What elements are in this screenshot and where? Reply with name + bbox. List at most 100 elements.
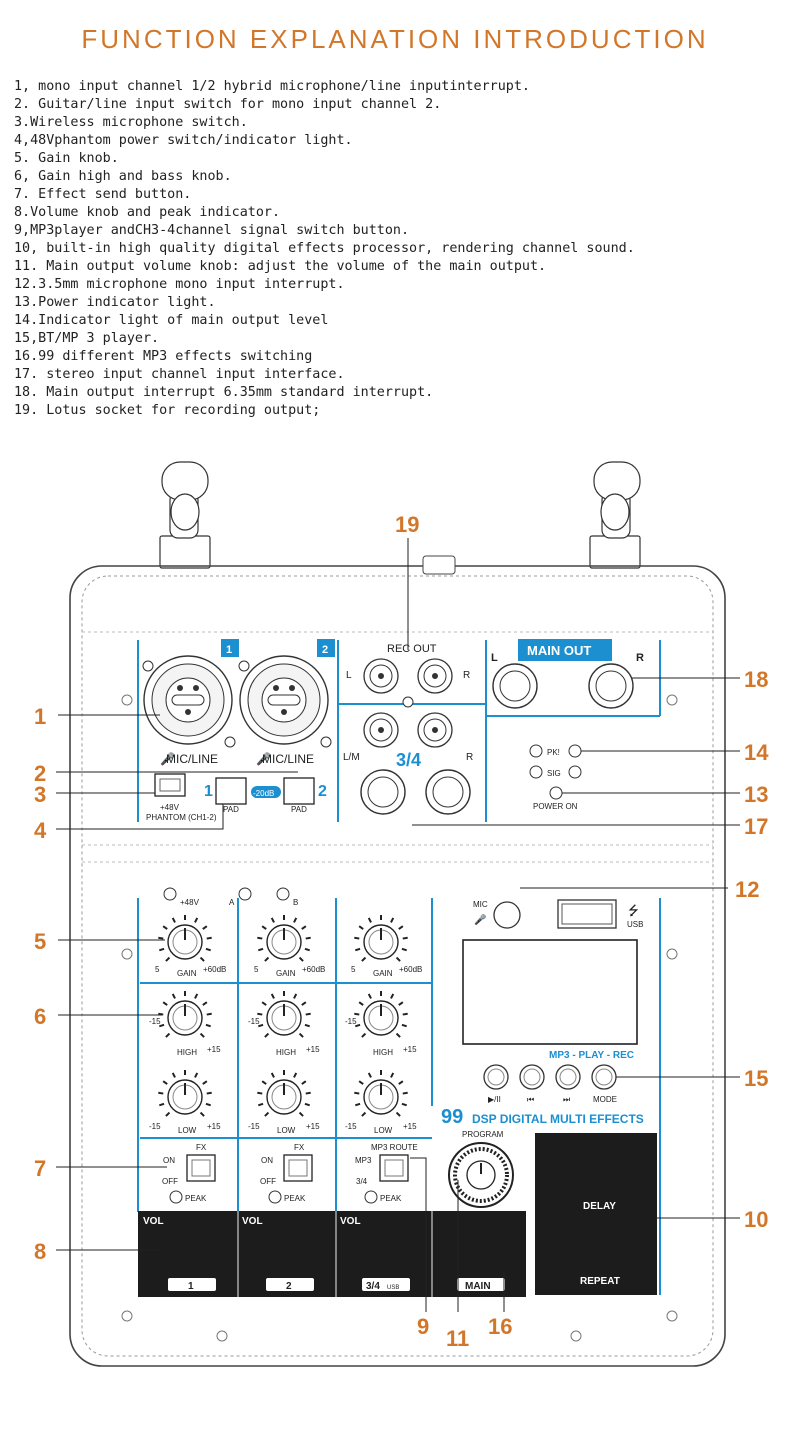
callout-5: 5 xyxy=(34,929,46,954)
callout-11: 11 xyxy=(446,1326,469,1351)
peak-led-34 xyxy=(364,1190,378,1204)
off-label-2: OFF xyxy=(260,1177,276,1186)
high-knob-2[interactable] xyxy=(257,991,311,1038)
main-out-jack-l[interactable] xyxy=(492,663,538,709)
pad-button-1[interactable] xyxy=(215,777,247,805)
main-out-jack-r[interactable] xyxy=(588,663,634,709)
b-label: B xyxy=(293,898,298,907)
on-label-1: ON xyxy=(163,1156,175,1165)
jack-ch34-r[interactable] xyxy=(425,769,471,815)
high-max-label: +15 xyxy=(306,1045,320,1054)
prev-button[interactable] xyxy=(519,1064,545,1090)
rec-l-label: L xyxy=(346,670,352,681)
low-min-label: -15 xyxy=(248,1122,260,1131)
gain-max-label: +60dB xyxy=(302,965,325,974)
gain-min-label: 5 xyxy=(155,965,160,974)
xlr-combo-jack-2[interactable] xyxy=(238,655,332,748)
pk-led-left xyxy=(529,744,543,758)
program-label: PROGRAM xyxy=(462,1130,504,1139)
callout-1: 1 xyxy=(34,704,46,729)
function-item: 7. Effect send button. xyxy=(14,187,192,202)
callout-12: 12 xyxy=(735,877,759,902)
mic-line-label-1: 🎤 xyxy=(160,751,175,766)
mic-jack-35mm[interactable] xyxy=(493,901,521,929)
play-pause-icon: ▶/II xyxy=(488,1095,501,1104)
vol-channel-1: 1 xyxy=(188,1281,194,1292)
fx-button-1[interactable] xyxy=(186,1154,216,1182)
sig-led-right xyxy=(568,765,582,779)
play-pause-button[interactable] xyxy=(483,1064,509,1090)
callout-18: 18 xyxy=(744,667,768,692)
mic-line-label-2: 🎤 xyxy=(256,751,271,766)
gain-knob-1[interactable] xyxy=(158,915,212,962)
rca-rec-out-l[interactable] xyxy=(363,658,399,694)
jack-ch34-l[interactable] xyxy=(360,769,406,815)
callout-2: 2 xyxy=(34,761,46,786)
gain-knob-34[interactable] xyxy=(354,915,408,962)
mp3-route-button[interactable] xyxy=(379,1154,409,1182)
phantom-top-label: +48V xyxy=(160,803,180,812)
function-item: 6, Gain high and bass knob. xyxy=(14,169,232,184)
top-handle xyxy=(422,555,456,575)
function-item: 15,BT/MP 3 player. xyxy=(14,331,160,346)
callout-10: 10 xyxy=(744,1207,768,1232)
fx-button-2[interactable] xyxy=(283,1154,313,1182)
pad-label-2: PAD xyxy=(291,805,307,814)
function-item: 14.Indicator light of main output level xyxy=(14,313,329,328)
gain-knob-2[interactable] xyxy=(257,915,311,962)
high-knob-34[interactable] xyxy=(354,991,408,1038)
low-knob-34[interactable] xyxy=(354,1070,408,1117)
sig-label: SIG xyxy=(547,769,561,778)
rca-ch34-r[interactable] xyxy=(417,712,453,748)
sig-led-left xyxy=(529,765,543,779)
next-button[interactable] xyxy=(555,1064,581,1090)
pk-led-right xyxy=(568,744,582,758)
vol-channel-2: 2 xyxy=(286,1281,292,1292)
mode-button[interactable] xyxy=(591,1064,617,1090)
low-label: LOW xyxy=(277,1126,296,1135)
antenna-left xyxy=(159,461,211,569)
callout-9: 9 xyxy=(417,1314,429,1339)
vol-main-label: MAIN xyxy=(465,1281,491,1292)
callout-13: 13 xyxy=(744,782,768,807)
function-item: 16.99 different MP3 effects switching xyxy=(14,349,313,364)
pk-label: PK! xyxy=(547,748,560,757)
low-label: LOW xyxy=(374,1126,393,1135)
peak-label-2: PEAK xyxy=(284,1194,306,1203)
route-34-label: 3/4 xyxy=(356,1177,368,1186)
lm-label: L/M xyxy=(343,752,360,763)
program-knob[interactable] xyxy=(448,1142,514,1208)
high-min-label: -15 xyxy=(248,1017,260,1026)
mp3-label: MP3 xyxy=(355,1156,372,1165)
mp3-play-rec-label: MP3 - PLAY - REC xyxy=(549,1050,634,1061)
low-knob-2[interactable] xyxy=(257,1070,311,1117)
gain-label: GAIN xyxy=(373,969,393,978)
usb-port[interactable] xyxy=(557,899,617,929)
function-item: 4,48Vphantom power switch/indicator ligh… xyxy=(14,133,353,148)
vol-label-2: VOL xyxy=(242,1216,263,1227)
function-item: 3.Wireless microphone switch. xyxy=(14,115,248,130)
high-knob-1[interactable] xyxy=(158,991,212,1038)
antenna-right xyxy=(589,461,641,569)
gain-label: GAIN xyxy=(276,969,296,978)
vol-channel-34: 3/4 xyxy=(366,1281,380,1292)
callout-8: 8 xyxy=(34,1239,46,1264)
high-max-label: +15 xyxy=(403,1045,417,1054)
callout-6: 6 xyxy=(34,1004,46,1029)
low-min-label: -15 xyxy=(149,1122,161,1131)
low-knob-1[interactable] xyxy=(158,1070,212,1117)
pad-button-2[interactable] xyxy=(283,777,315,805)
high-label: HIGH xyxy=(373,1048,393,1057)
pad-label-1: PAD xyxy=(223,805,239,814)
xlr-combo-jack-1[interactable] xyxy=(142,655,236,748)
off-label-1: OFF xyxy=(162,1177,178,1186)
function-item: 11. Main output volume knob: adjust the … xyxy=(14,259,547,274)
prev-icon: ⏮ xyxy=(527,1095,534,1104)
main-out-l-label: L xyxy=(491,652,498,664)
function-item: 12.3.5mm microphone mono input interrupt… xyxy=(14,277,345,292)
callout-14: 14 xyxy=(744,740,769,765)
pad-channel-1: 1 xyxy=(204,783,213,800)
rca-rec-out-r[interactable] xyxy=(417,658,453,694)
rca-ch34-l[interactable] xyxy=(363,712,399,748)
